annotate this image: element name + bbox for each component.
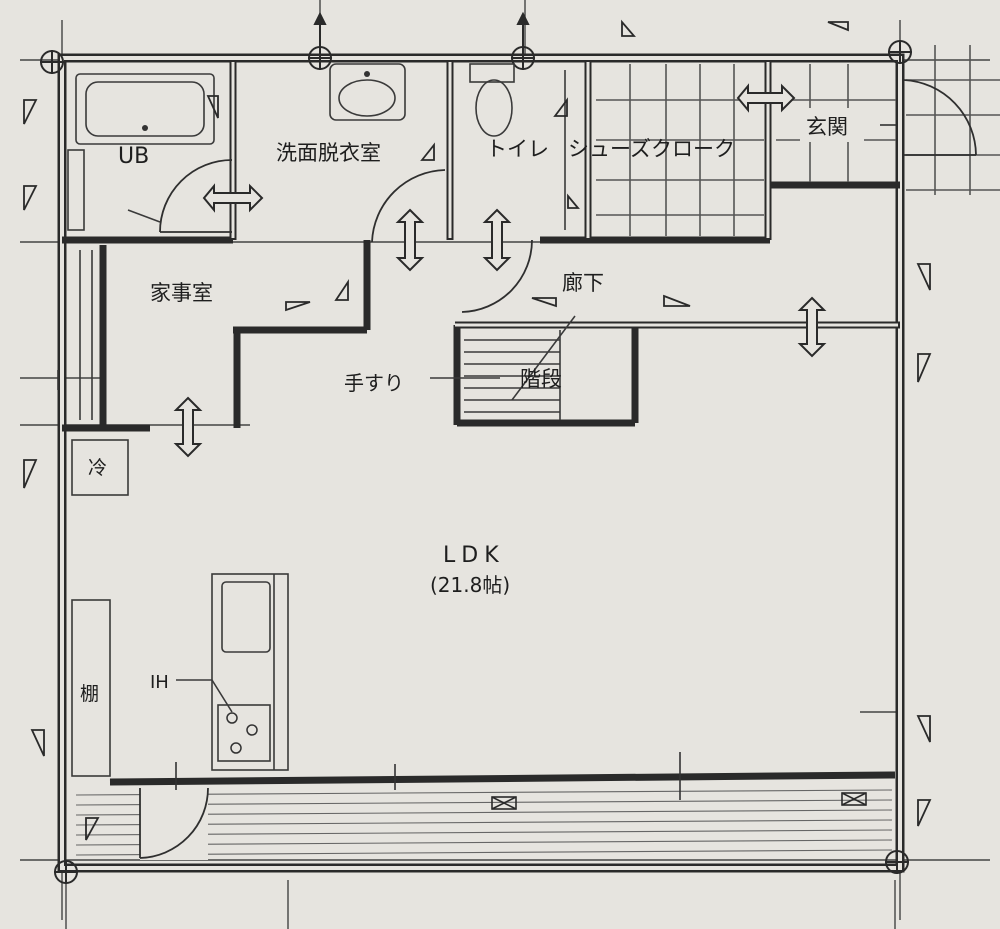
label-handrail: 手すり: [344, 371, 404, 395]
label-fridge: 冷: [88, 457, 107, 479]
toilet-bowl: [469, 63, 566, 230]
label-shelf: 棚: [80, 683, 99, 705]
wall-cores: [231, 62, 898, 327]
utility-storage-lines: [79, 250, 93, 420]
ih-cooktop: [217, 704, 271, 762]
room-label-washroom: 洗面脱衣室: [276, 141, 381, 165]
kitchen-counter: [211, 573, 289, 771]
room-label-stairs: 階段: [520, 367, 562, 391]
room-label-hallway: 廊下: [562, 271, 604, 295]
room-label-shoe-closet: シューズクローク: [568, 137, 735, 161]
shelf-box: [71, 599, 111, 777]
kitchen-sink: [221, 581, 271, 653]
room-label-ldk: LDK: [443, 543, 505, 568]
fridge-box: [71, 439, 129, 496]
label-ih: IH: [150, 672, 169, 693]
room-label-ldk-size: (21.8帖): [430, 573, 510, 597]
wash-basin: [329, 63, 406, 121]
bathtub: [67, 73, 215, 231]
structural-columns: [40, 11, 912, 884]
room-label-toilet: トイレ: [486, 137, 549, 161]
vent-marks: [491, 792, 867, 810]
room-label-ub: UB: [118, 144, 149, 169]
ub-door-swing: [159, 159, 233, 233]
tick-marks: [57, 124, 896, 800]
outer-walls: [57, 53, 905, 873]
stair-treads: [464, 315, 576, 420]
deck-door-swing: [139, 787, 209, 859]
room-label-entrance: 玄関: [806, 115, 848, 139]
deck-boards: [75, 789, 893, 856]
direction-arrows: [173, 83, 827, 458]
ih-leader: [176, 679, 233, 713]
window-markers: [23, 19, 932, 841]
entrance-door-swing: [903, 79, 977, 156]
washroom-door-swing: [371, 169, 446, 243]
toilet-door-swing: [461, 239, 533, 313]
room-label-utility: 家事室: [150, 281, 213, 305]
shoe-closet-tiles: [596, 64, 764, 236]
